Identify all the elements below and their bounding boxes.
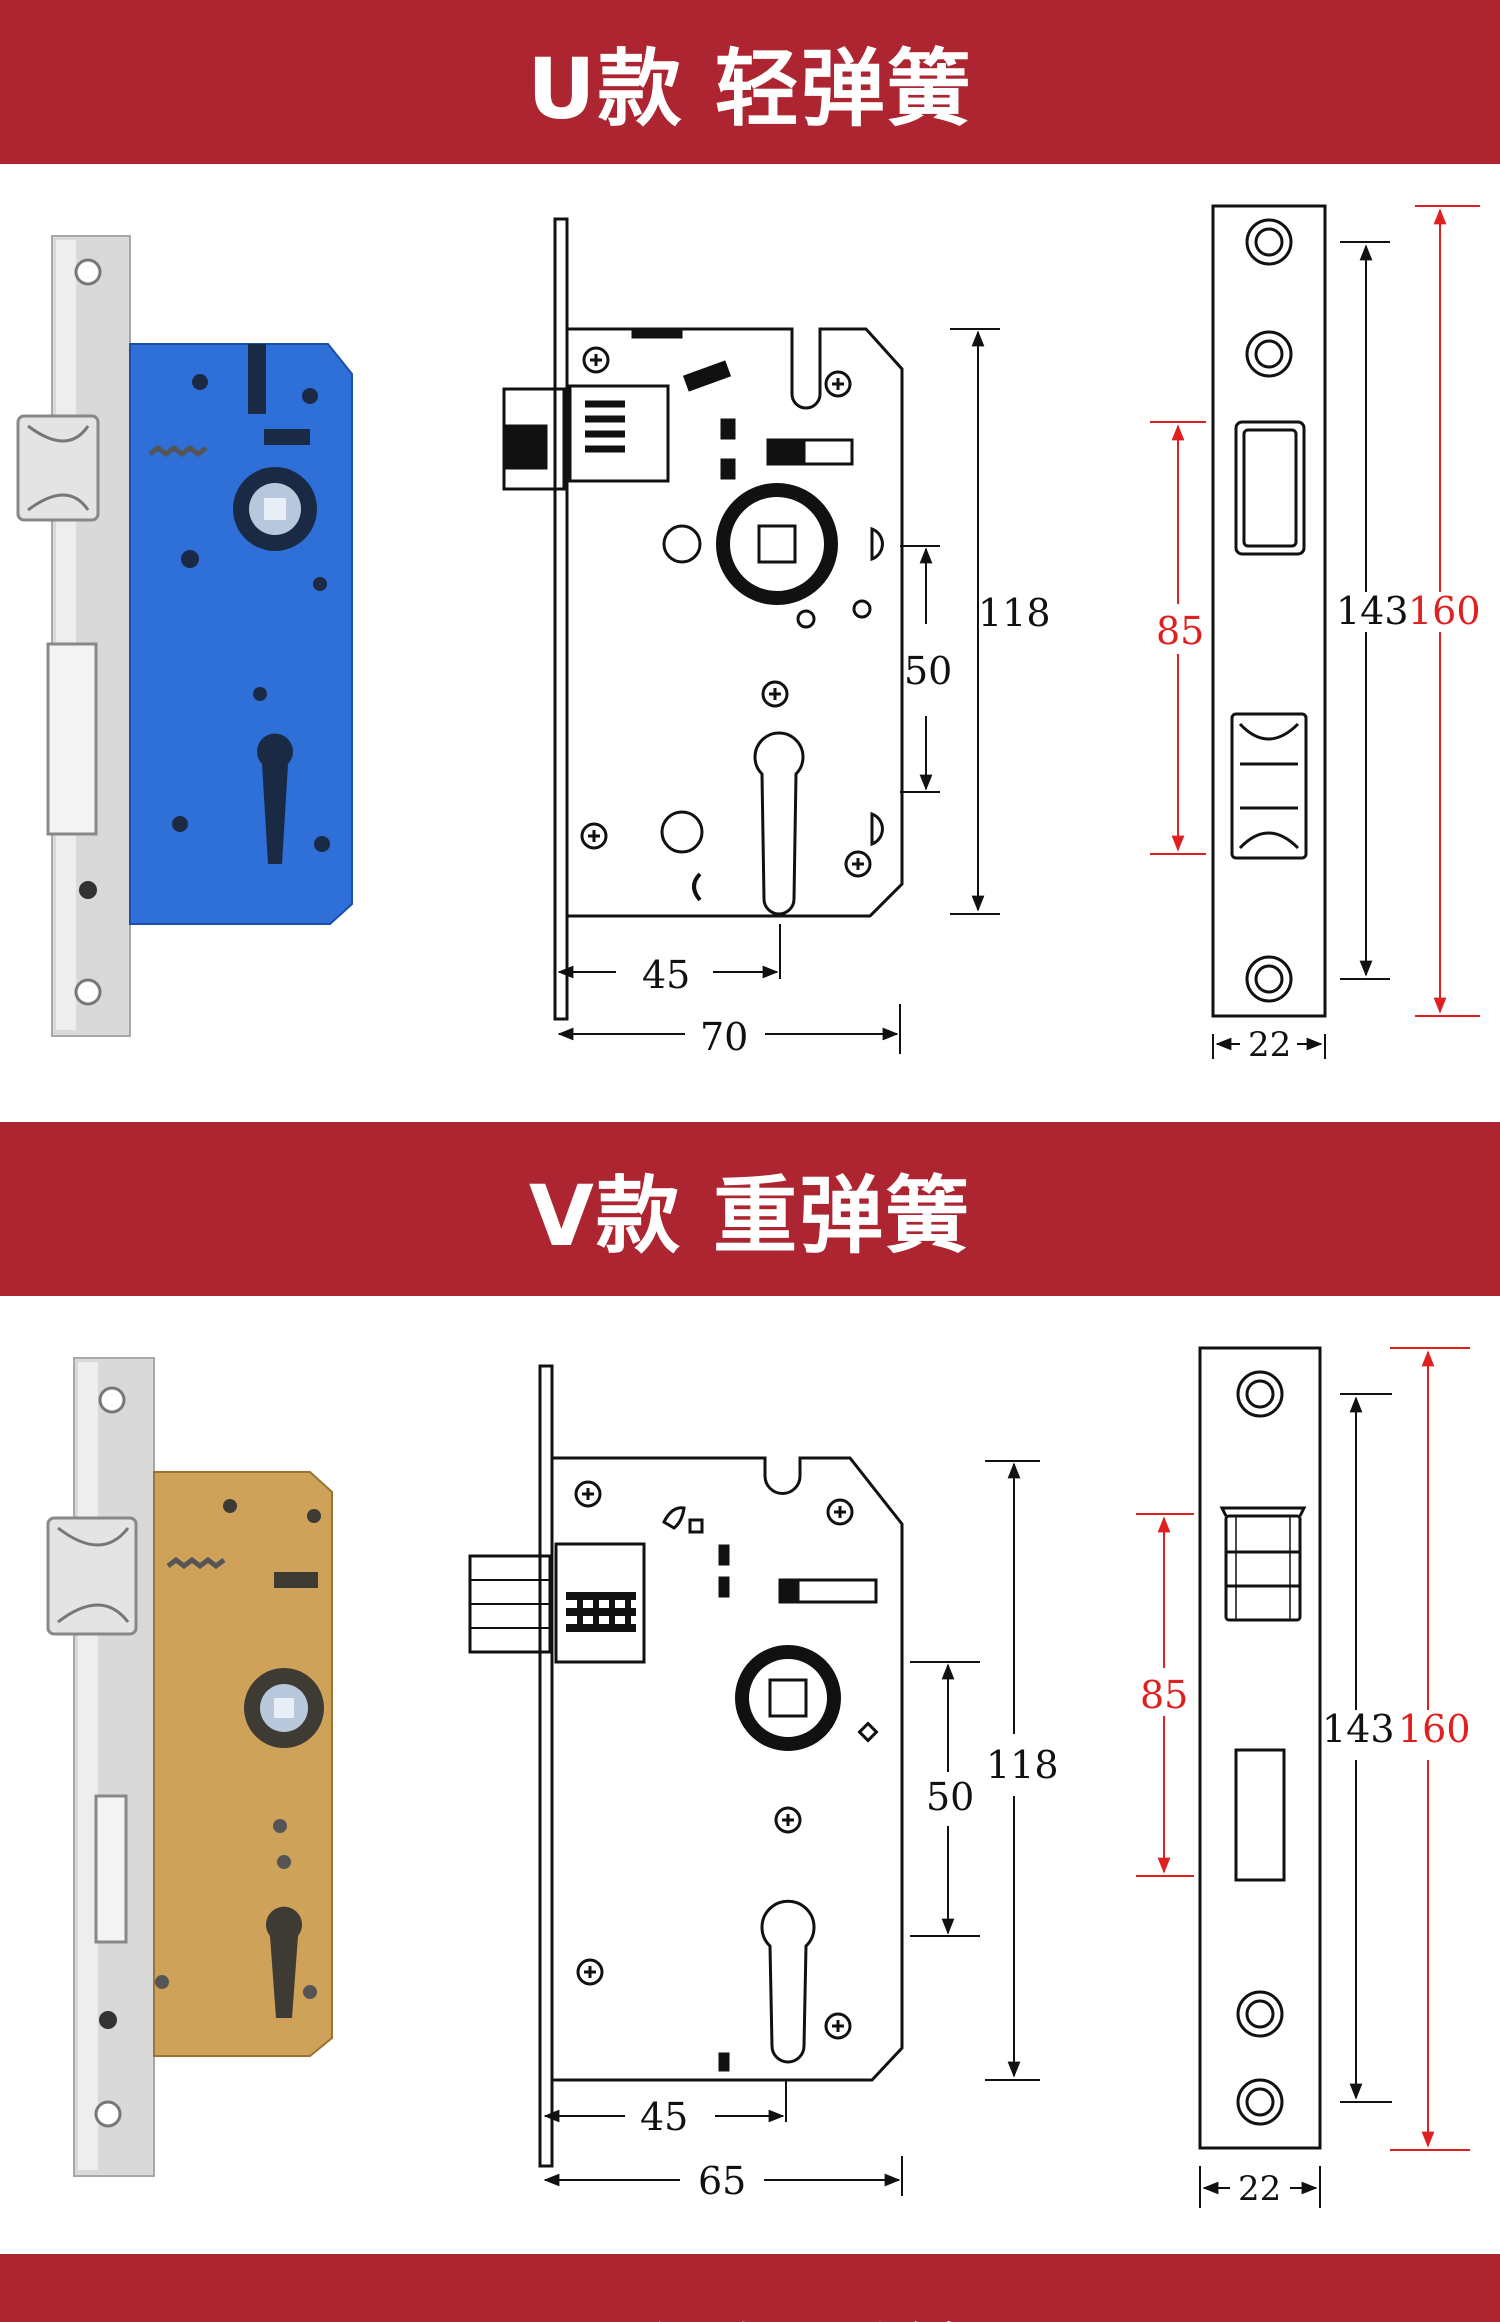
v-side-latch-label: 85 — [1140, 1673, 1188, 1717]
screw-hole-icon — [94, 2100, 122, 2128]
screw-icon — [761, 680, 789, 708]
u-front-drawing — [502, 217, 1000, 1054]
screw-icon — [844, 850, 872, 878]
v-side-width-label: 22 — [1238, 2169, 1281, 2209]
banner-v-heavy-spring: V款 重弹簧 — [0, 1122, 1500, 1296]
v-dim-cyl-label: 50 — [926, 1775, 974, 1819]
u-faceplate-drawing — [1211, 204, 1390, 1059]
screw-icon — [580, 822, 608, 850]
u-faceplate-red-dims — [1150, 205, 1480, 1017]
u-side-latch-label: 85 — [1156, 609, 1204, 653]
screw-icon — [774, 1806, 802, 1834]
v-lock-photo — [46, 1357, 333, 2177]
v-faceplate-red-dims — [1136, 1347, 1470, 2151]
u-side-inner-label: 143 — [1336, 589, 1409, 633]
banner-u-light-spring: U款 轻弹簧 — [0, 0, 1500, 164]
screw-icon — [576, 1958, 604, 1986]
banner-w-title: W款 轻弹簧 — [515, 2298, 985, 2322]
u-dim-backset-label: 45 — [642, 953, 690, 997]
screw-hole-icon — [98, 1386, 126, 1414]
v-side-inner-label: 143 — [1322, 1707, 1395, 1751]
section-v: 118 50 45 65 143 — [0, 1296, 1500, 2254]
u-diagram-canvas: 118 50 45 70 143 — [16, 204, 1481, 1065]
v-dim-height-label: 118 — [986, 1743, 1059, 1787]
section-u: 118 50 45 70 143 — [0, 164, 1500, 1122]
screw-hole-icon — [74, 258, 102, 286]
banner-v-title: V款 重弹簧 — [528, 1166, 972, 1265]
v-diagram-canvas: 118 50 45 65 143 — [46, 1346, 1471, 2209]
u-dim-cyl-label: 50 — [904, 649, 952, 693]
banner-w-light-spring: W款 轻弹簧 — [0, 2254, 1500, 2322]
v-side-outer-label: 160 — [1398, 1707, 1471, 1751]
u-lock-photo — [16, 235, 353, 1037]
screw-icon — [582, 346, 610, 374]
screw-icon — [826, 1498, 854, 1526]
v-front-drawing — [468, 1364, 1040, 2196]
v-dim-backset-label: 45 — [640, 2095, 688, 2139]
screw-icon — [574, 1480, 602, 1508]
u-side-width-label: 22 — [1248, 1025, 1291, 1065]
screw-icon — [824, 370, 852, 398]
screw-hole-icon — [74, 978, 102, 1006]
u-side-outer-label: 160 — [1408, 589, 1481, 633]
screw-icon — [824, 2012, 852, 2040]
v-dim-depth-label: 65 — [698, 2159, 746, 2203]
banner-u-title: U款 轻弹簧 — [527, 39, 973, 138]
u-dim-height-label: 118 — [978, 591, 1051, 635]
u-dim-depth-label: 70 — [700, 1015, 748, 1059]
v-faceplate-drawing — [1198, 1346, 1392, 2208]
